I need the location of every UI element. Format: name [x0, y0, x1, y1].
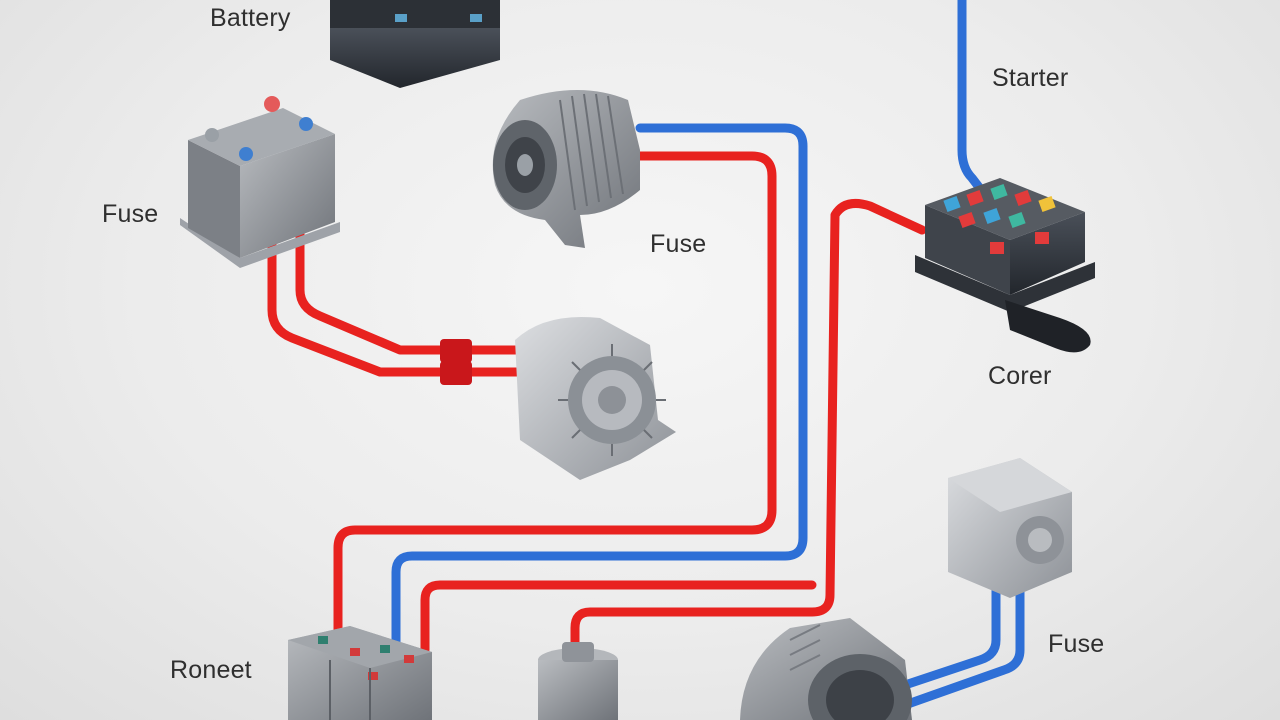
red-wire-fusebox-feed — [570, 199, 927, 653]
cylinder-sensor — [538, 642, 618, 720]
bottom-alternator — [740, 618, 912, 720]
red-wire-battery-to-alternator-b — [295, 227, 525, 355]
label-fuse-left: Fuse — [102, 200, 159, 228]
connector-sleeve-1 — [440, 339, 472, 363]
label-starter: Starter — [992, 64, 1069, 92]
red-wire-battery-to-alternator-a — [267, 227, 525, 377]
top-alternator — [492, 90, 640, 248]
center-alternator — [515, 316, 676, 480]
fuse-box — [915, 178, 1095, 353]
square-motor — [948, 458, 1072, 598]
label-fuse-right: Fuse — [1048, 630, 1105, 658]
top-battery — [330, 0, 500, 88]
blue-wire-fuse-a — [900, 585, 1001, 690]
red-wire-lower-run — [420, 580, 817, 655]
blue-wires — [391, 0, 1025, 710]
connector-sleeve-2 — [440, 361, 472, 385]
label-fuse-center: Fuse — [650, 230, 707, 258]
label-roneet: Roneet — [170, 656, 252, 684]
red-wires — [267, 151, 927, 655]
relay-block — [288, 626, 432, 720]
red-wire-alternator-loop — [333, 151, 777, 645]
blue-wire-fuse-b — [900, 585, 1025, 710]
label-battery: Battery — [210, 4, 291, 32]
left-battery — [180, 96, 340, 268]
label-corer: Corer — [988, 362, 1052, 390]
blue-wire-alternator-loop — [391, 123, 808, 655]
blue-wire-starter-feed — [957, 0, 990, 200]
